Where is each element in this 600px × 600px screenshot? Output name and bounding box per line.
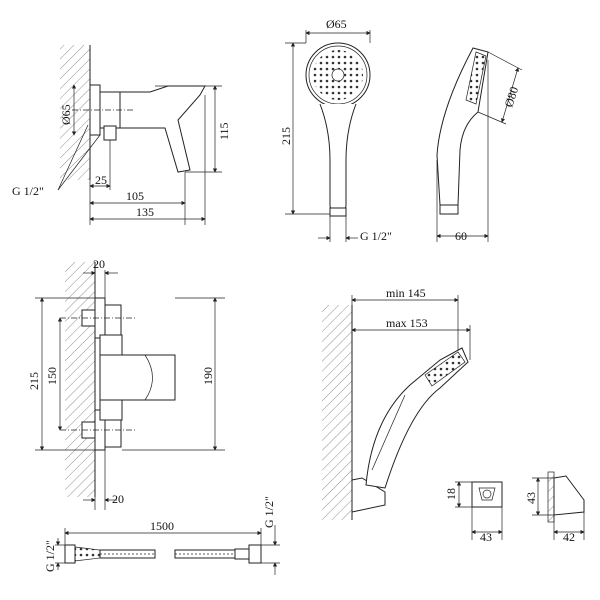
shower-side-connector <box>439 204 459 215</box>
holder-min-label: min 145 <box>386 286 426 300</box>
mixer-lever <box>119 85 206 173</box>
front-wall-hatch <box>65 262 95 497</box>
shower-handle <box>319 103 357 213</box>
front-bottom-20-label: 20 <box>112 492 124 506</box>
hose-thread-right-label: G 1/2" <box>262 496 276 528</box>
bracket-side-height-label: 43 <box>524 492 538 504</box>
shower-thread-label: G 1/2" <box>360 229 392 243</box>
mixer-d105-label: 105 <box>126 189 144 203</box>
hose-length-label: 1500 <box>150 519 174 533</box>
front-150-label: 150 <box>45 367 59 385</box>
shower-side-width-label: 60 <box>455 229 467 243</box>
front-215-label: 215 <box>27 372 41 390</box>
mixer-outlet <box>103 125 117 141</box>
holder-max-label: max 153 <box>386 316 428 330</box>
shower-side-view: Ø80 60 <box>436 47 523 243</box>
mixer-d25-label: 25 <box>95 173 107 187</box>
mixer-diameter-label: Ø65 <box>59 104 73 125</box>
bracket-wall-hatch <box>547 471 555 523</box>
shower-length-label: 215 <box>279 127 293 145</box>
mixer-thread-label: G 1/2" <box>12 184 44 198</box>
holder-shower <box>365 347 469 489</box>
mixer-lever-front <box>99 354 176 401</box>
hose-view: 1500 G 1/2" G 1/2" <box>43 496 280 575</box>
front-top-20-label: 20 <box>93 257 105 271</box>
bracket-height-label: 18 <box>444 488 458 500</box>
bracket-front <box>471 481 503 508</box>
hose-thread-left-label: G 1/2" <box>43 540 57 572</box>
shower-diameter-label: Ø65 <box>326 17 347 31</box>
mixer-height-label: 115 <box>217 122 231 140</box>
hose-left-nut <box>64 544 76 564</box>
hose-right-nut <box>248 544 262 564</box>
mixer-d135-label: 135 <box>136 205 154 219</box>
bracket-side <box>553 475 585 516</box>
bracket-front-view: 18 43 <box>444 481 503 544</box>
wall-holder <box>351 477 386 513</box>
front-190-label: 190 <box>201 367 215 385</box>
bracket-side-view: 43 42 <box>524 471 585 544</box>
bracket-width-label: 43 <box>480 530 492 544</box>
bracket-side-depth-label: 42 <box>563 530 575 544</box>
mixer-side-view: Ø65 115 G 1/2" 25 105 135 <box>12 45 231 225</box>
shower-head-diameter-label: Ø80 <box>502 85 522 109</box>
mixer-front-view: 20 215 150 190 20 <box>27 257 225 510</box>
shower-connector <box>329 207 347 217</box>
holder-wall-hatch <box>322 305 352 520</box>
shower-front-view: Ø65 215 G 1/2" <box>279 17 392 243</box>
holder-view: min 145 max 153 <box>322 286 471 520</box>
